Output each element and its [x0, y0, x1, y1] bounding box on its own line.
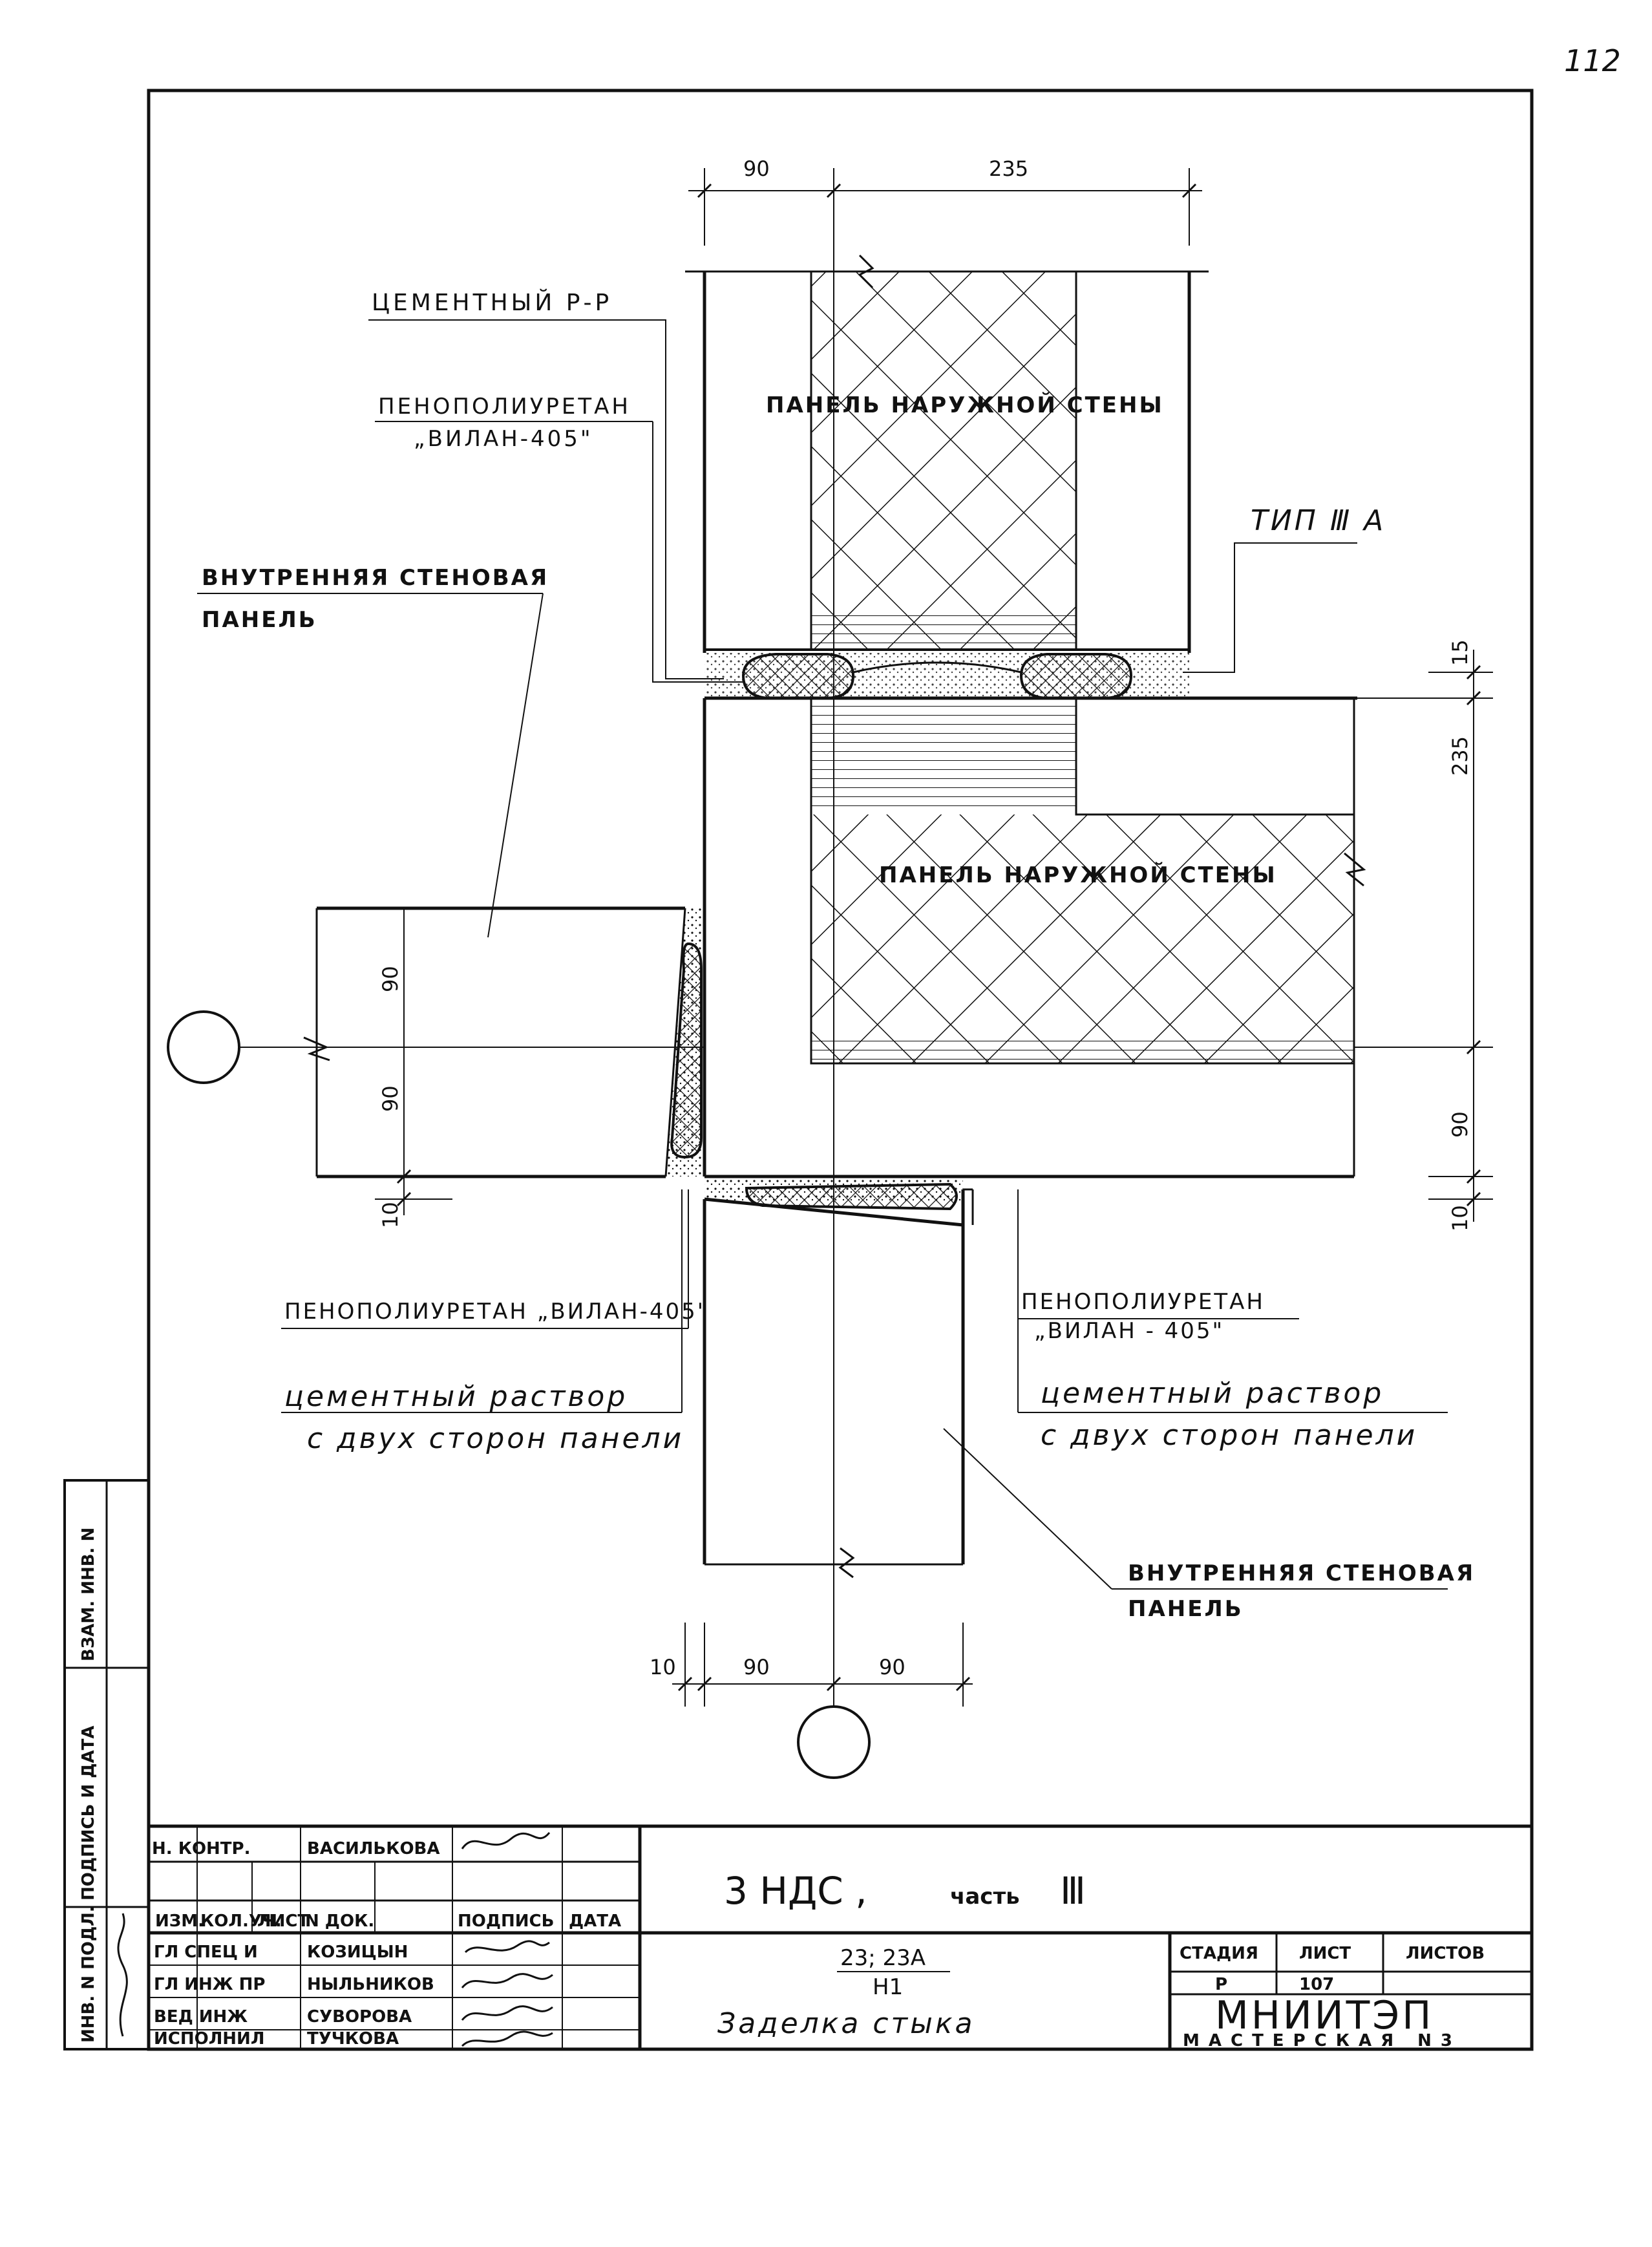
signature-row4	[461, 2030, 553, 2047]
axis-marker-bottom	[797, 1705, 871, 1779]
tb-row1-role: ГЛ СПЕЦ И	[154, 1943, 258, 1962]
tb-row4-role: ИСПОЛНИЛ	[154, 2029, 264, 2049]
callout-cement-top: ЦЕМЕНТНЫЙ Р-Р	[368, 289, 724, 679]
stamp-signature-label: ПОДПИСЬ И ДАТА	[79, 1726, 98, 1901]
tb-row1-name: КОЗИЦЫН	[307, 1943, 408, 1962]
top-joint-seal	[704, 653, 1357, 700]
dim-right-235: 235	[1448, 736, 1472, 776]
callout-ppu-bottom-left: ПЕНОПОЛИУРЕТАН „ВИЛАН-405"	[281, 1189, 709, 1329]
tb-header-izm: ИЗМ.	[155, 1912, 204, 1931]
title-block: Н. КОНТР. ВАСИЛЬКОВА ИЗМ. КОЛ.УЧ. ЛИСТ N…	[147, 1824, 1534, 2051]
tb-org-sub: МАСТЕРСКАЯ N3	[1183, 2031, 1461, 2050]
dim-right-90: 90	[1448, 1111, 1472, 1138]
dim-bottom-90-left: 90	[743, 1655, 770, 1679]
label-cement-right-2: с двух сторон панели	[1041, 1419, 1417, 1452]
tb-project-code: 3 НДС ,	[724, 1869, 867, 1913]
label-inner-panel-right-1: ВНУТРЕННЯЯ СТЕНОВАЯ	[1128, 1560, 1475, 1586]
outer-panel-middle: ПАНЕЛЬ НАРУЖНОЙ СТЕНЫ	[703, 698, 1366, 1178]
tb-header-ndok: N ДОК.	[305, 1912, 374, 1931]
tb-norm-control-role: Н. КОНТР.	[152, 1839, 250, 1858]
tb-sheet-header: ЛИСТ	[1299, 1944, 1351, 1963]
tb-header-data: ДАТА	[569, 1912, 621, 1931]
dim-left-90-lower: 90	[378, 1085, 403, 1112]
label-ppu-top-1: ПЕНОПОЛИУРЕТАН	[378, 394, 631, 420]
stamp-replacement-label: ВЗАМ. ИНВ. N	[79, 1528, 98, 1661]
dim-left-90-upper: 90	[378, 966, 403, 992]
tb-stage-header: СТАДИЯ	[1180, 1944, 1258, 1963]
axis-marker-left	[167, 1010, 240, 1084]
tb-sheet-title: Заделка стыка	[717, 2007, 975, 2040]
tb-project-part: Ⅲ	[1060, 1869, 1086, 1913]
tb-row2-role: ГЛ ИНЖ ПР	[154, 1975, 265, 1994]
dim-right-10: 10	[1448, 1205, 1472, 1231]
label-ppu-bottom-left: ПЕНОПОЛИУРЕТАН „ВИЛАН-405"	[284, 1299, 709, 1325]
label-type-mark: ТИП Ⅲ А	[1251, 504, 1386, 537]
outer-panel-top: ПАНЕЛЬ НАРУЖНОЙ СТЕНЫ	[685, 254, 1209, 653]
tb-norm-control-name: ВАСИЛЬКОВА	[307, 1839, 440, 1858]
tb-sheet-code-top: 23; 23А	[840, 1945, 926, 1971]
tb-row3-name: СУВОРОВА	[307, 2007, 412, 2027]
callout-ppu-bottom-right: ПЕНОПОЛИУРЕТАН „ВИЛАН - 405"	[1017, 1189, 1299, 1344]
label-inner-panel-right-2: ПАНЕЛЬ	[1128, 1596, 1244, 1622]
label-ppu-bottom-right-1: ПЕНОПОЛИУРЕТАН	[1021, 1289, 1265, 1315]
tb-project-part-label: часть	[950, 1884, 1020, 1910]
dimension-bottom: 10 90 90	[650, 1623, 973, 1707]
dimension-top: 90 235	[688, 156, 1202, 246]
label-ppu-top-2: „ВИЛАН-405"	[414, 426, 593, 452]
page-number: 112	[1564, 43, 1621, 78]
label-cement-mortar-top: ЦЕМЕНТНЫЙ Р-Р	[372, 289, 612, 316]
dim-bottom-90-right: 90	[879, 1655, 905, 1679]
label-ppu-bottom-right-2: „ВИЛАН - 405"	[1034, 1318, 1224, 1344]
dimension-right: 15 235 90 10	[1267, 639, 1493, 1231]
axis-centerline-vertical	[797, 194, 871, 1779]
signature-row1	[464, 1940, 550, 1954]
callout-cement-right: цементный раствор с двух сторон панели	[1017, 1319, 1448, 1452]
label-inner-panel-left-2: ПАНЕЛЬ	[202, 607, 317, 633]
dim-bottom-10: 10	[650, 1655, 676, 1679]
tb-row4-name: ТУЧКОВА	[307, 2029, 399, 2049]
callout-type: ТИП Ⅲ А	[1183, 504, 1386, 673]
label-cement-right-1: цементный раствор	[1041, 1377, 1384, 1410]
stamp-inv-label: ИНВ. N ПОДЛ.	[79, 1906, 98, 2043]
tb-org-name: МНИИТЭП	[1215, 1993, 1434, 2038]
inner-panel-left	[167, 906, 704, 1178]
dim-left-10: 10	[378, 1202, 403, 1228]
label-cement-left-1: цементный раствор	[284, 1380, 628, 1413]
tb-stage-value: Р	[1215, 1975, 1227, 1994]
tb-sheet-value: 107	[1299, 1975, 1334, 1994]
tb-sheet-code-bottom: Н1	[873, 1974, 903, 2000]
tb-sheets-header: ЛИСТОВ	[1406, 1944, 1485, 1963]
signature-row3	[461, 2005, 553, 2021]
tb-header-list: ЛИСТ	[257, 1912, 309, 1931]
callout-ppu-top: ПЕНОПОЛИУРЕТАН „ВИЛАН-405"	[375, 394, 743, 683]
dim-top-235: 235	[989, 156, 1028, 181]
signature-norm-control	[461, 1832, 551, 1849]
callout-cement-left: цементный раствор с двух сторон панели	[281, 1189, 684, 1455]
side-stamp: ИНВ. N ПОДЛ. ПОДПИСЬ И ДАТА ВЗАМ. ИНВ. N	[63, 1479, 150, 2050]
dim-top-90: 90	[743, 156, 770, 181]
label-cement-left-2: с двух сторон панели	[307, 1422, 684, 1455]
tb-row3-role: ВЕД ИНЖ	[154, 2007, 248, 2027]
inner-panel-bottom	[703, 1177, 974, 1579]
label-inner-panel-left-1: ВНУТРЕННЯЯ СТЕНОВАЯ	[202, 565, 549, 591]
tb-header-podpis: ПОДПИСЬ	[458, 1912, 554, 1931]
panel-outer-top-label: ПАНЕЛЬ НАРУЖНОЙ СТЕНЫ	[766, 392, 1164, 418]
callout-inner-right: ВНУТРЕННЯЯ СТЕНОВАЯ ПАНЕЛЬ	[943, 1428, 1475, 1622]
tb-header-koluch: КОЛ.УЧ.	[200, 1912, 282, 1931]
dimension-left: 90 90 10	[375, 908, 452, 1228]
tb-row2-name: НЫЛЬНИКОВ	[307, 1975, 434, 1994]
signature-row2	[461, 1973, 553, 1988]
callout-inner-left: ВНУТРЕННЯЯ СТЕНОВАЯ ПАНЕЛЬ	[197, 565, 549, 938]
panel-outer-middle-label: ПАНЕЛЬ НАРУЖНОЙ СТЕНЫ	[879, 862, 1277, 888]
dim-right-15: 15	[1448, 639, 1472, 666]
